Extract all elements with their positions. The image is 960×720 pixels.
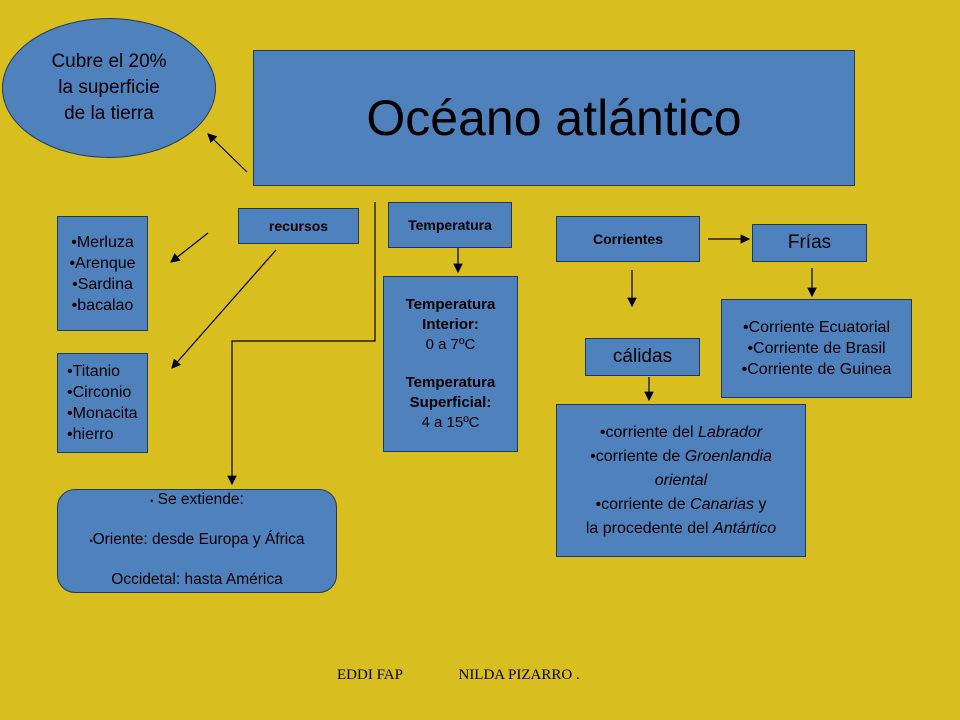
list-item: •corriente de Groenlandia [590, 447, 772, 465]
list-item: Corriente de Brasil [747, 338, 886, 359]
arrow-to-minerals [171, 249, 277, 369]
footer-right: NILDA PIZARRO . [458, 667, 580, 683]
temperatura-detail: Temperatura Interior: 0 a 7ºC Temperatur… [383, 276, 518, 452]
extends-east: •Oriente: desde Europa y África [89, 531, 305, 548]
list-item: •corriente del Labrador [599, 423, 763, 441]
line-to-extends [227, 202, 376, 486]
list-item: Corriente Ecuatorial [743, 317, 890, 338]
list-item: Circonio [67, 382, 132, 403]
list-item: Monacita [67, 403, 138, 424]
arrow-to-ellipse [207, 133, 248, 173]
list-item: Sardina [72, 274, 133, 295]
footer: EDDI FAP NILDA PIZARRO . [337, 667, 580, 684]
minerals-list: Titanio Circonio Monacita hierro [57, 353, 148, 453]
corrientes-box: Corrientes [556, 216, 700, 262]
list-item: Titanio [67, 361, 120, 382]
extends-heading: • Se extiende: [150, 491, 244, 508]
recursos-box: recursos [238, 208, 359, 244]
list-item: Merluza [71, 232, 134, 253]
footer-left: EDDI FAP [337, 667, 403, 683]
calidas-box: cálidas [585, 338, 700, 376]
frias-list: Corriente Ecuatorial Corriente de Brasil… [721, 299, 912, 398]
arrow-to-fish [170, 232, 209, 263]
list-item: Arenque [69, 253, 136, 274]
list-item: •corriente de Canarias y [595, 495, 767, 513]
extends-west: Occidetal: hasta América [111, 571, 283, 588]
coverage-ellipse: Cubre el 20% la superficie de la tierra [2, 18, 216, 158]
frias-box: Frías [752, 224, 867, 262]
fish-list: Merluza Arenque Sardina bacalao [57, 216, 148, 331]
list-item: Corriente de Guinea [742, 359, 891, 380]
temperatura-box: Temperatura [388, 202, 512, 248]
calidas-list: •corriente del Labrador •corriente de Gr… [556, 404, 806, 557]
list-item: hierro [67, 424, 114, 445]
title-box: Océano atlántico [253, 50, 855, 186]
page-title: Océano atlántico [366, 90, 742, 146]
extends-box: • Se extiende: •Oriente: desde Europa y … [57, 489, 337, 593]
list-item: bacalao [72, 295, 133, 316]
